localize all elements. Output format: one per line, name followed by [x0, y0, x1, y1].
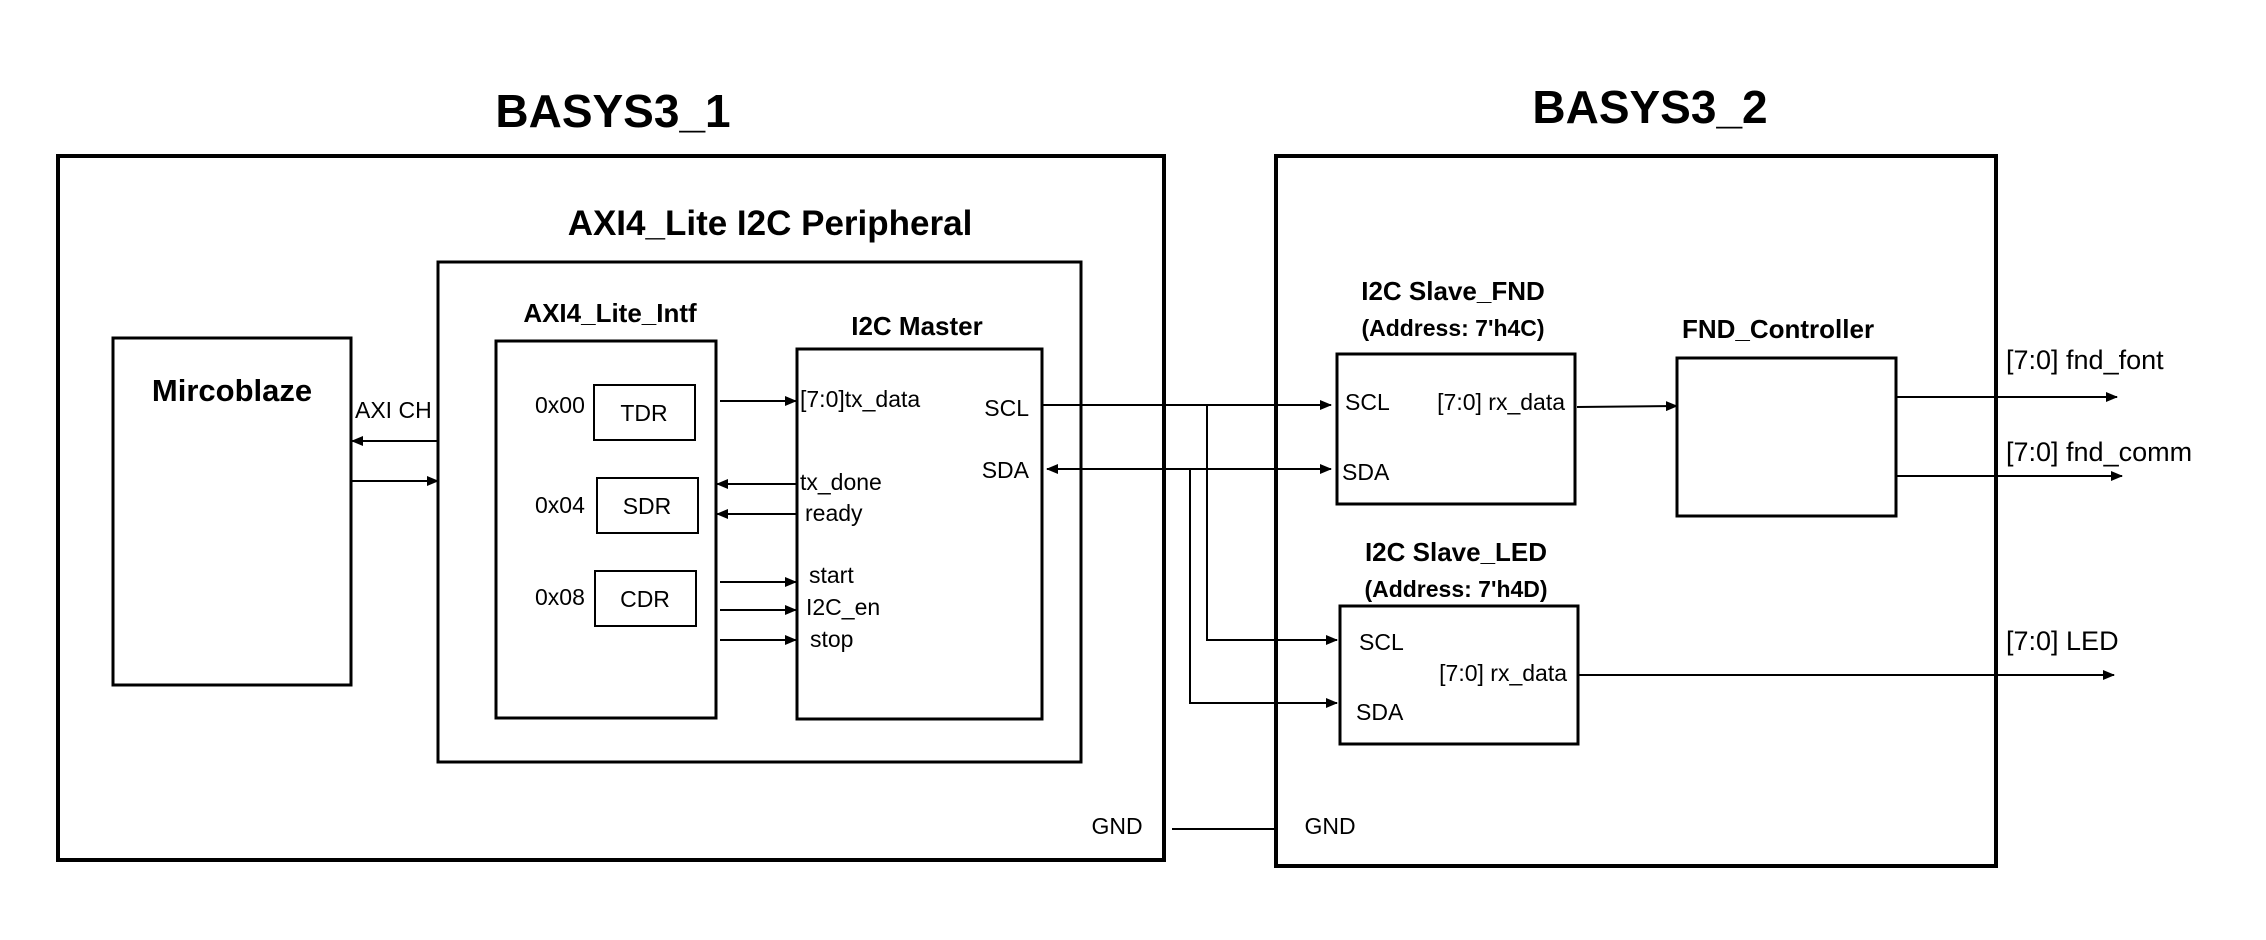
fnd-slave-rx-data: [7:0] rx_data: [1437, 389, 1565, 415]
led-slave-address: (Address: 7'h4D): [1364, 576, 1547, 602]
led-slave-rx-data: [7:0] rx_data: [1439, 660, 1567, 686]
master-input-tx-done: tx_done: [800, 469, 882, 495]
fnd-controller-title: FND_Controller: [1682, 314, 1874, 344]
master-input-start: start: [809, 562, 854, 588]
master-block: [795, 347, 1044, 721]
fnd-slave-address: (Address: 7'h4C): [1361, 315, 1544, 341]
board2-title: BASYS3_2: [1532, 81, 1767, 133]
led-output-label: [7:0] LED: [2006, 626, 2119, 656]
intf-block: [494, 339, 718, 720]
reg-tdr-box: [593, 384, 696, 441]
reg-tdr-address: 0x00: [535, 392, 585, 418]
board2-frame: [1274, 154, 1998, 868]
master-scl-label: SCL: [984, 395, 1029, 421]
led-slave-sda: SDA: [1356, 699, 1404, 725]
board1-gnd-label: GND: [1091, 813, 1142, 839]
master-input-i2c-en: I2C_en: [806, 594, 880, 620]
peripheral-title: AXI4_Lite I2C Peripheral: [568, 204, 973, 243]
scl-to-led-wire: [1206, 405, 1338, 645]
master-input-stop: stop: [810, 626, 853, 652]
fnd-controller-block: [1675, 356, 1898, 518]
fnd-slave-sda: SDA: [1342, 459, 1390, 485]
reg-tdr-name: TDR: [620, 400, 667, 426]
intf-title: AXI4_Lite_Intf: [523, 298, 697, 328]
fnd-font-label: [7:0] fnd_font: [2006, 345, 2164, 375]
master-sda-label: SDA: [982, 457, 1030, 483]
fnd-rx-to-controller-arrow: [1576, 401, 1678, 412]
board1-title: BASYS3_1: [495, 85, 730, 137]
reg-cdr-address: 0x08: [535, 584, 585, 610]
reg-cdr-box: [594, 570, 697, 627]
master-title: I2C Master: [851, 311, 983, 341]
led-slave-title: I2C Slave_LED: [1365, 537, 1547, 567]
fnd-slave-scl: SCL: [1345, 389, 1390, 415]
reg-sdr-name: SDR: [623, 493, 672, 519]
microblaze-label: Mircoblaze: [152, 373, 312, 408]
led-slave-scl: SCL: [1359, 629, 1404, 655]
master-input-ready: ready: [805, 500, 863, 526]
sda-to-led-wire: [1189, 469, 1338, 708]
fnd-slave-block: [1335, 352, 1577, 506]
reg-sdr-box: [596, 477, 699, 534]
axi-ch-label: AXI CH: [355, 397, 432, 423]
fnd-slave-title: I2C Slave_FND: [1361, 276, 1545, 306]
fnd-comm-label: [7:0] fnd_comm: [2006, 437, 2192, 467]
master-input-tx-data: [7:0]tx_data: [800, 386, 920, 412]
reg-sdr-address: 0x04: [535, 492, 585, 518]
microblaze-block: [111, 336, 353, 687]
peripheral-frame: [436, 260, 1083, 764]
board1-frame: [56, 154, 1166, 862]
board2-gnd-label: GND: [1304, 813, 1355, 839]
reg-cdr-name: CDR: [620, 586, 670, 612]
